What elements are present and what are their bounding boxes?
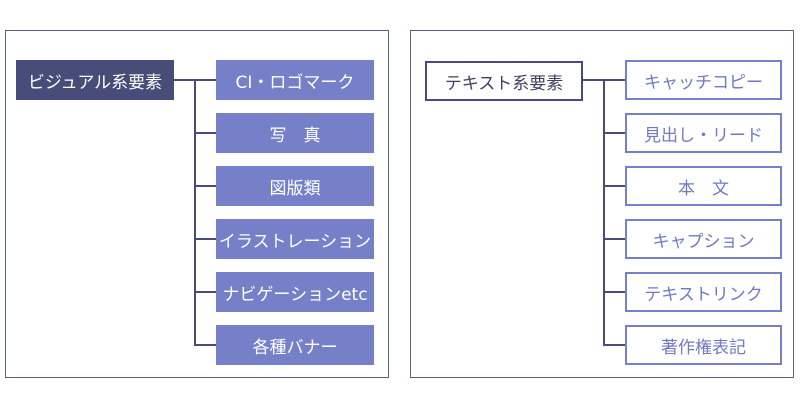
- text-child-node: 本 文: [625, 166, 782, 206]
- visual-child-node: 図版類: [216, 166, 374, 206]
- connector: [194, 238, 216, 240]
- text-child-node: 著作権表記: [625, 325, 782, 365]
- text-child-node: テキストリンク: [625, 272, 782, 312]
- visual-root-node: ビジュアル系要素: [16, 60, 174, 100]
- connector: [603, 344, 625, 346]
- connector: [603, 79, 605, 346]
- text-child-node: 見出し・リード: [625, 113, 782, 153]
- connector: [603, 291, 625, 293]
- connector: [603, 185, 625, 187]
- visual-child-node: ナビゲーションetc: [216, 272, 374, 312]
- connector: [603, 132, 625, 134]
- visual-child-node: イラストレーション: [216, 219, 374, 259]
- text-root-node: テキスト系要素: [425, 61, 583, 101]
- connector: [194, 344, 216, 346]
- connector: [194, 132, 216, 134]
- visual-elements-panel: ビジュアル系要素 CI・ロゴマーク 写 真 図版類 イラストレーション ナビゲー…: [5, 30, 389, 378]
- connector: [194, 185, 216, 187]
- visual-child-node: 各種バナー: [216, 325, 374, 365]
- connector: [603, 238, 625, 240]
- text-child-node: キャッチコピー: [625, 60, 782, 100]
- connector: [194, 79, 196, 346]
- visual-child-node: 写 真: [216, 113, 374, 153]
- connector: [194, 291, 216, 293]
- text-elements-panel: テキスト系要素 キャッチコピー 見出し・リード 本 文 キャプション テキストリ…: [410, 30, 794, 378]
- text-child-node: キャプション: [625, 219, 782, 259]
- visual-child-node: CI・ロゴマーク: [216, 60, 374, 100]
